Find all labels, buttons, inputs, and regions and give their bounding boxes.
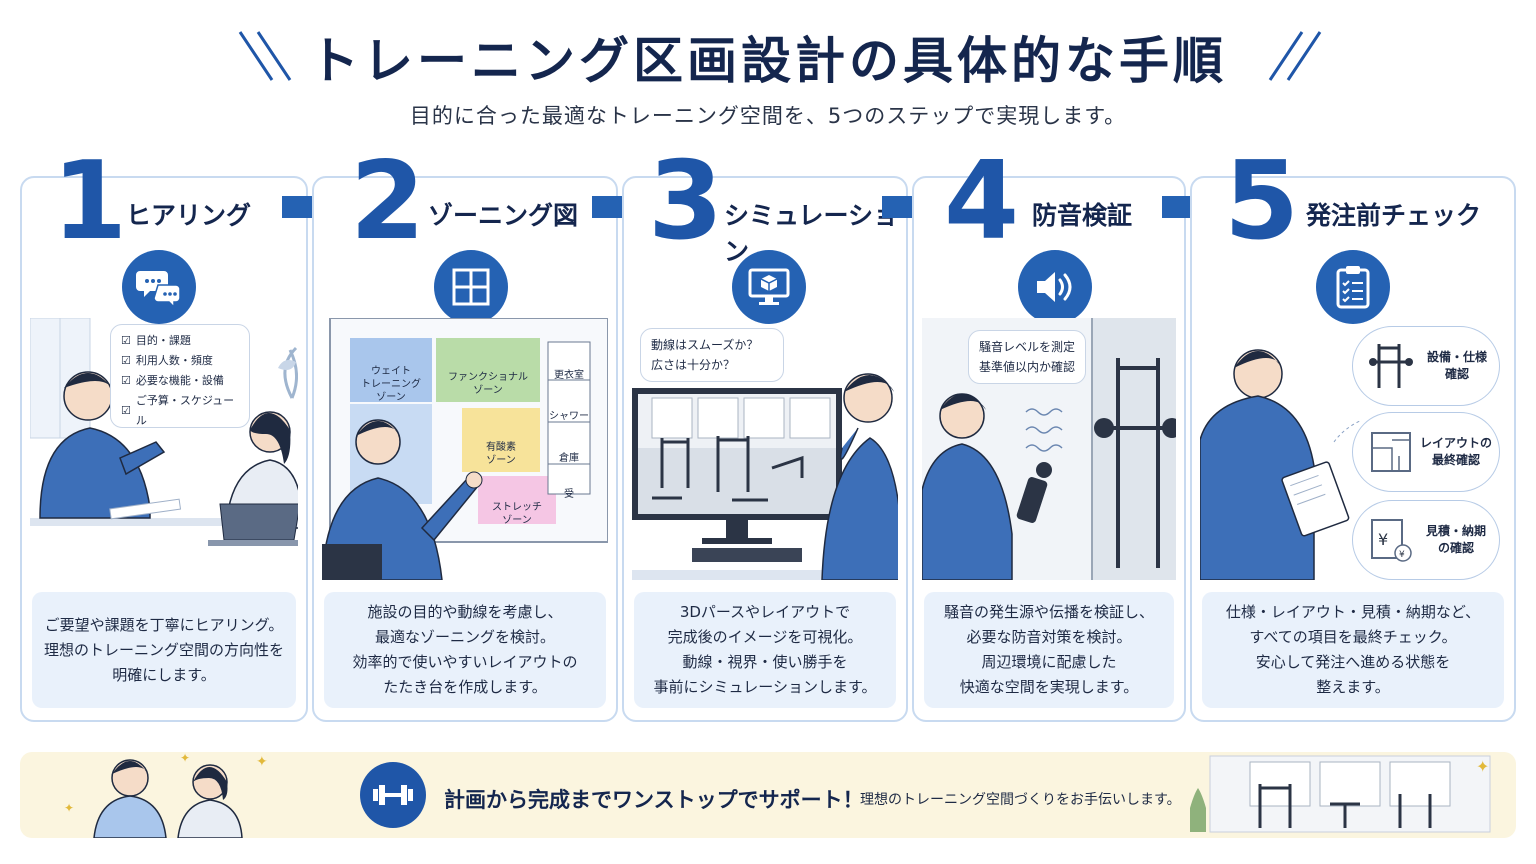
clipboard-checklist-icon [1316,250,1390,324]
step-number: 1 [52,139,128,264]
monitor-cube-icon [732,250,806,324]
check-card-layout: レイアウトの最終確認 [1352,412,1500,492]
step-description: 3Dパースやレイアウトで 完成後のイメージを可視化。 動線・視界・使い勝手を 事… [634,592,896,708]
floor-plan-icon [1371,432,1411,472]
page-subtitle: 目的に合った最適なトレーニング空間を、5つのステップで実現します。 [409,104,1127,128]
zone-label-locker: 更衣室 [554,369,584,381]
checkbox-checked-icon: ☑ [121,374,131,387]
zone-label-weight: ウェイトトレーニングゾーン [361,365,421,403]
dumbbell-icon [360,762,426,828]
zone-label-shower: シャワー [549,410,589,422]
step-description: ご要望や課題を丁寧にヒアリング。 理想のトレーニング空間の方向性を 明確にします… [32,592,296,708]
zone-label-cardio: 有酸素ゾーン [486,442,516,466]
check-card-estimate: ¥ ¥ 見積・納期の確認 [1352,500,1500,580]
step-2-card: 2 ゾーニング図 ウェイトトレーニングゾーン [312,148,618,722]
zone-label-reception: 受 [564,488,574,500]
svg-text:✦: ✦ [180,752,190,765]
step-title: ヒアリング [126,201,252,230]
step-number: 5 [1224,139,1300,264]
step-1-card: 1 ヒアリング [20,148,308,722]
step-description: 仕様・レイアウト・見積・納期など、 すべての項目を最終チェック。 安心して発注へ… [1202,592,1504,708]
svg-text:¥: ¥ [1399,550,1405,560]
yen-document-icon: ¥ ¥ [1371,519,1412,562]
step-title: シミュレーション [724,201,899,266]
step-description: 騒音の発生源や伝播を検証し、 必要な防音対策を検討。 周辺環境に配慮した 快適な… [924,592,1174,708]
cheering-people-illustration: ✦ ✦ ✦ [64,752,268,838]
checkbox-checked-icon: ☑ [121,354,131,367]
svg-text:✦: ✦ [1476,757,1489,776]
footer-main-text: 計画から完成までワンストップでサポート！ [444,788,864,812]
check-card-equipment: 設備・仕様確認 [1352,326,1500,406]
measurement-bubble: 騒音レベルを測定 基準値以内か確認 [968,330,1086,384]
page-title-wrap: トレーニング区画設計の具体的な手順 [0,22,1536,92]
gym-room-illustration: ✦ [1190,755,1491,833]
step-title: ゾーニング図 [428,201,579,230]
checklist-item: ☑ご予算・スケジュール [121,394,235,427]
step-3-card: 3 シミュレーション [622,148,908,722]
step-title: 防音検証 [1032,201,1133,230]
step-5-card: 5 発注前チェック 設備・仕様確認 レイアウトの最終確認 [1190,148,1516,722]
checklist-item: ☑必要な機能・設備 [121,371,239,391]
svg-text:✦: ✦ [64,801,74,815]
svg-text:✦: ✦ [256,754,268,770]
step-4-card: 4 防音検証 [912,148,1186,722]
zone-label-functional: ファンクショナルゾーン [448,372,528,396]
step-description: 施設の目的や動線を考慮し、 最適なゾーニングを検討。 効率的で使いやすいレイアウ… [324,592,606,708]
zone-label-stretch: ストレッチゾーン [492,502,542,526]
checkbox-checked-icon: ☑ [121,334,131,347]
checkbox-checked-icon: ☑ [121,404,131,417]
question-bubble: 動線はスムーズか？ 広さは十分か？ [640,328,784,382]
power-rack-icon [1369,344,1413,388]
title-decoration-right [1268,31,1322,81]
simulation-illustration [632,318,898,580]
hearing-illustration [30,318,298,580]
checklist-item: ☑目的・課題 [121,331,239,351]
speaker-icon [1018,250,1092,324]
footer-sub-text: 理想のトレーニング空間づくりをお手伝いします。 [860,792,1181,808]
step-title: 発注前チェック [1306,201,1482,230]
title-decoration-left [238,31,292,81]
footer-banner: ✦ ✦ ✦ 計画から完成までワンストップでサポート！ 理想のトレーニング空間づく… [20,752,1516,838]
zone-label-storage: 倉庫 [559,452,579,464]
svg-text:¥: ¥ [1378,530,1388,549]
step-number: 3 [648,139,724,264]
checklist-bubble: ☑目的・課題 ☑利用人数・頻度 ☑必要な機能・設備 ☑ご予算・スケジュール [110,324,250,428]
step-number: 2 [350,139,426,264]
grid-layout-icon [434,250,508,324]
zoning-illustration [322,318,608,580]
page-title: トレーニング区画設計の具体的な手順 [309,32,1227,90]
checklist-item: ☑利用人数・頻度 [121,351,239,371]
step-number: 4 [944,139,1020,264]
final-check-illustration [1200,318,1506,580]
chat-bubbles-icon [122,250,196,324]
